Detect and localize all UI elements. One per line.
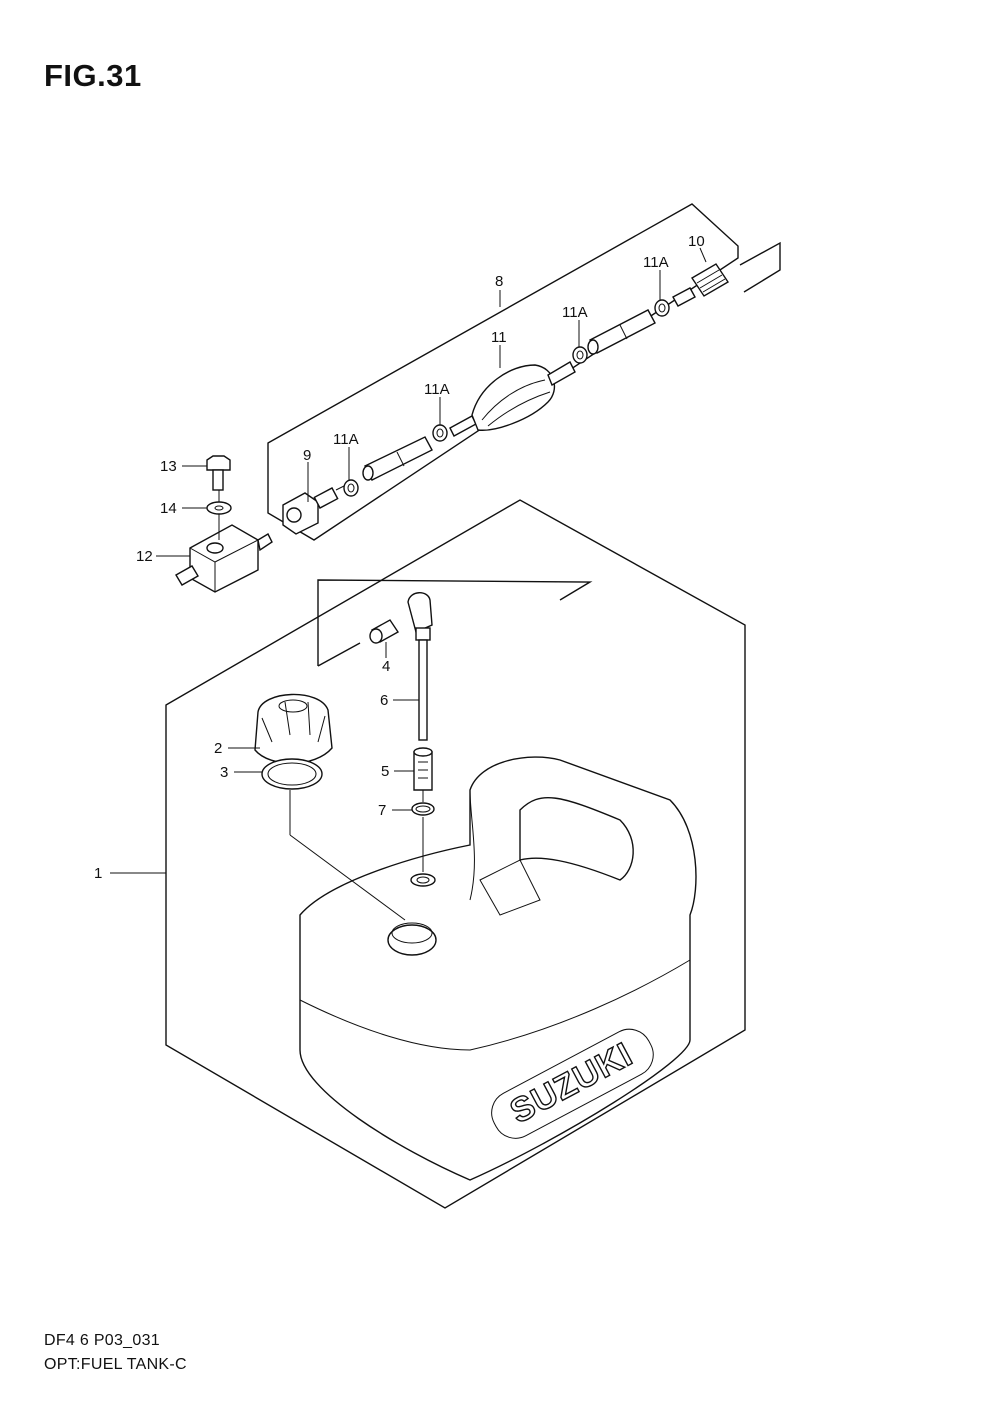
fuel-line-assembly-box bbox=[267, 203, 781, 541]
suction-pipe-part-6 bbox=[407, 592, 433, 741]
figure-caption: OPT:FUEL TANK-C bbox=[44, 1356, 187, 1373]
callout-3: 3 bbox=[220, 764, 228, 781]
hose-segment-right bbox=[587, 309, 656, 355]
fuel-tank-part-1 bbox=[299, 756, 697, 1181]
bolt-part-13 bbox=[206, 455, 231, 491]
callout-2: 2 bbox=[214, 740, 222, 757]
callout-11a-1: 11A bbox=[333, 431, 359, 448]
callout-9: 9 bbox=[303, 447, 311, 464]
connector-part-10 bbox=[672, 263, 729, 307]
callout-11a-3: 11A bbox=[562, 304, 588, 321]
fitting-part-4 bbox=[369, 619, 400, 644]
callout-4: 4 bbox=[382, 658, 390, 675]
callout-13: 13 bbox=[160, 458, 177, 475]
o-ring-part-7 bbox=[411, 802, 435, 816]
callout-14: 14 bbox=[160, 500, 177, 517]
figure-title: FIG.31 bbox=[44, 58, 142, 93]
callout-8: 8 bbox=[495, 273, 503, 290]
clamp-11a-3 bbox=[572, 346, 588, 364]
callout-1: 1 bbox=[94, 865, 102, 882]
o-ring-part-3 bbox=[261, 758, 323, 790]
clamp-11a-4 bbox=[654, 299, 670, 317]
callout-11a-4: 11A bbox=[643, 254, 669, 271]
primer-bulb-part-11 bbox=[449, 361, 576, 437]
callout-11a-2: 11A bbox=[424, 381, 450, 398]
clamp-11a-1 bbox=[343, 479, 359, 497]
figure-code: DF4 6 P03_031 bbox=[44, 1332, 160, 1349]
callout-12: 12 bbox=[136, 548, 153, 565]
tank-assembly-box bbox=[165, 499, 746, 1209]
fuel-joint-part-12 bbox=[175, 524, 273, 593]
callout-5: 5 bbox=[381, 763, 389, 780]
callout-6: 6 bbox=[380, 692, 388, 709]
callout-11: 11 bbox=[491, 329, 507, 346]
filter-part-5 bbox=[413, 747, 433, 791]
callout-10: 10 bbox=[688, 233, 705, 250]
tank-cap-part-2 bbox=[254, 693, 333, 764]
connector-part-9 bbox=[282, 484, 347, 535]
washer-part-14 bbox=[206, 501, 232, 515]
callout-7: 7 bbox=[378, 802, 386, 819]
clamp-11a-2 bbox=[432, 424, 448, 442]
leader-lines bbox=[110, 247, 707, 921]
hose-segment-left bbox=[362, 436, 433, 481]
